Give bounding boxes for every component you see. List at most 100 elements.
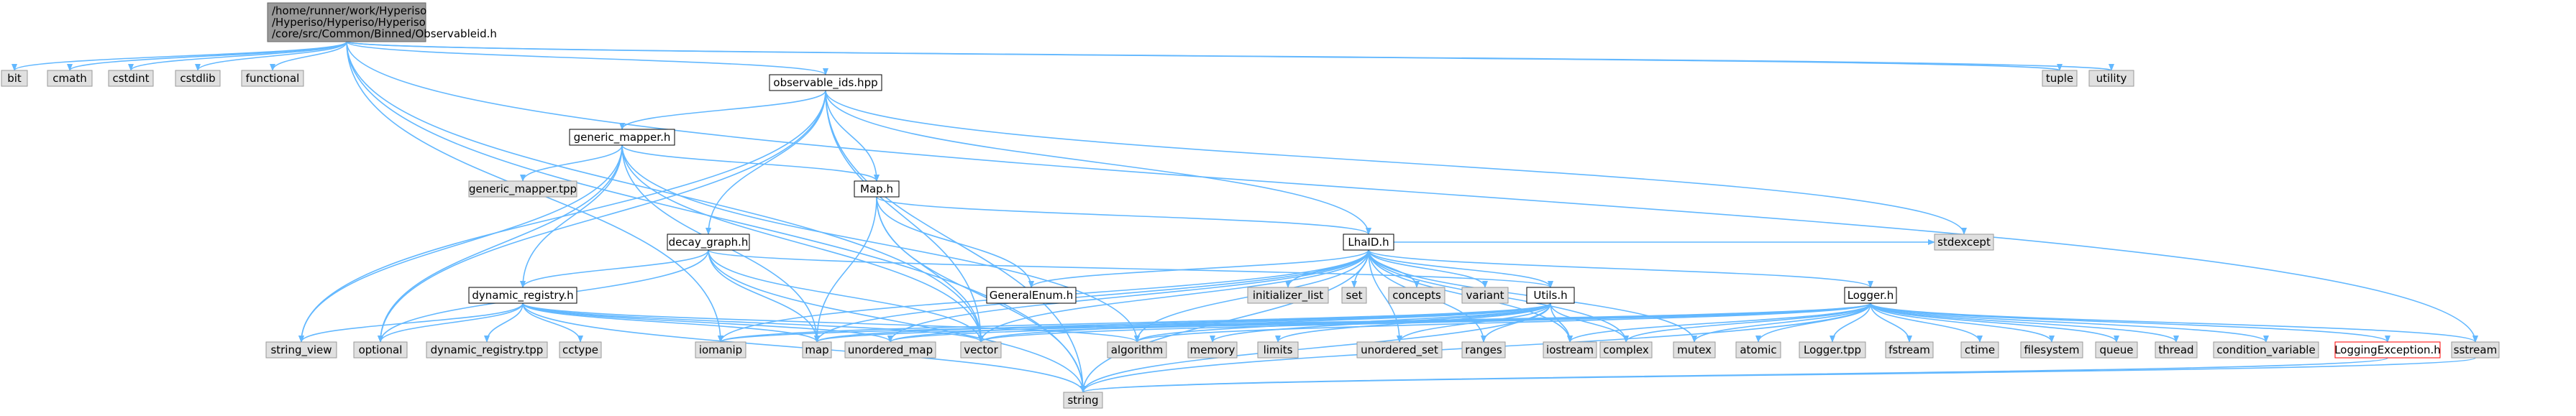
node-label: iomanip bbox=[699, 343, 742, 356]
node-box bbox=[1388, 287, 1445, 304]
edge-logger-to-logger_tpp bbox=[1830, 302, 1871, 343]
node-observable-ids[interactable]: observable_ids.hpp bbox=[769, 74, 882, 91]
node-logger-tpp: Logger.tpp bbox=[1799, 341, 1866, 359]
edge-logger-to-mutex bbox=[1691, 302, 1871, 343]
node-box bbox=[1673, 341, 1716, 359]
edge-logger-to-algorithm bbox=[1134, 302, 1871, 343]
node-box bbox=[1247, 287, 1329, 304]
edge-lhaid-to-map bbox=[814, 249, 1369, 343]
node-label: map bbox=[805, 343, 828, 356]
edge-logger-to-fstream bbox=[1870, 302, 1912, 343]
node-box bbox=[2334, 341, 2441, 359]
edge-logger-to-atomic bbox=[1755, 302, 1871, 343]
edge-lhaid-to-logger bbox=[1368, 249, 1873, 288]
node-fstream: fstream bbox=[1885, 341, 1934, 359]
edge-root-to-bit bbox=[12, 41, 347, 71]
edge-logger-to-logging_exception bbox=[1870, 302, 2390, 343]
node-box bbox=[854, 180, 900, 198]
edge-lhaid-to-unordered_set bbox=[1368, 249, 1402, 343]
node-ranges: ranges bbox=[1461, 341, 1506, 359]
edge-sstream-to-string bbox=[1080, 357, 2476, 393]
node-box bbox=[986, 287, 1077, 304]
edge-decay_graph-to-vector bbox=[708, 249, 984, 343]
node-box bbox=[468, 180, 577, 198]
node-bit: bit bbox=[1, 70, 28, 87]
edge-observable_ids-to-stdexcept bbox=[825, 90, 1967, 235]
edge-generic_mapper-to-optional bbox=[378, 144, 623, 343]
node-set: set bbox=[1341, 287, 1367, 304]
node-box bbox=[1187, 341, 1238, 359]
node-label: /Hyperiso/Hyperiso/Hyperiso bbox=[272, 16, 426, 29]
edge-decay_graph-to-string bbox=[708, 249, 1086, 393]
node-label: initializer_list bbox=[1253, 289, 1323, 302]
edge-generic_mapper-to-dynamic_registry bbox=[520, 144, 623, 288]
node-dynamic-registry-tpp: dynamic_registry.tpp bbox=[426, 341, 548, 359]
node-box bbox=[426, 341, 548, 359]
edge-decay_graph-to-utils bbox=[708, 249, 1553, 288]
node-dynamic-registry[interactable]: dynamic_registry.h bbox=[468, 287, 577, 304]
node-root[interactable]: /home/runner/work/Hyperiso/Hyperiso/Hype… bbox=[267, 2, 497, 42]
node-map: map bbox=[802, 341, 832, 359]
node-string-view: string_view bbox=[265, 341, 337, 359]
node-optional: optional bbox=[353, 341, 408, 359]
node-box bbox=[2213, 341, 2319, 359]
node-box bbox=[1599, 341, 1653, 359]
edge-lhaid-to-variant bbox=[1368, 249, 1488, 288]
node-box bbox=[265, 341, 337, 359]
node-label: dynamic_registry.tpp bbox=[431, 343, 544, 357]
node-box bbox=[47, 70, 93, 87]
node-tuple: tuple bbox=[2042, 70, 2078, 87]
node-decay-graph[interactable]: decay_graph.h bbox=[667, 234, 750, 251]
node-label: cstdint bbox=[112, 72, 149, 85]
edge-map_h-to-lhaid bbox=[876, 196, 1371, 235]
node-box bbox=[1960, 341, 1999, 359]
node-label: ctime bbox=[1965, 343, 1995, 356]
node-label: condition_variable bbox=[2216, 343, 2315, 357]
edge-lhaid-to-utils bbox=[1368, 249, 1553, 288]
node-label: Logger.h bbox=[1847, 289, 1894, 302]
node-box bbox=[1934, 234, 1994, 251]
edge-observable_ids-to-optional bbox=[378, 90, 826, 343]
node-map-h[interactable]: Map.h bbox=[854, 180, 900, 198]
edge-dynamic_registry-to-string_view bbox=[298, 302, 524, 343]
node-label: observable_ids.hpp bbox=[773, 76, 877, 90]
node-label: Map.h bbox=[860, 182, 893, 195]
node-box bbox=[2095, 341, 2138, 359]
edge-observable_ids-to-lhaid bbox=[825, 90, 1371, 235]
edge-root-to-cstdint bbox=[128, 41, 347, 71]
node-logger[interactable]: Logger.h bbox=[1844, 287, 1897, 304]
node-label: cstdlib bbox=[180, 72, 215, 85]
node-utility: utility bbox=[2088, 70, 2134, 87]
node-atomic: atomic bbox=[1735, 341, 1781, 359]
edge-generic_mapper-to-map_h bbox=[621, 144, 880, 182]
node-box bbox=[2020, 341, 2083, 359]
node-label: mutex bbox=[1677, 343, 1712, 356]
edge-utils-to-complex bbox=[1550, 302, 1629, 343]
node-limits: limits bbox=[1257, 341, 1299, 359]
node-label: decay_graph.h bbox=[669, 236, 749, 249]
edge-root-to-cmath bbox=[67, 41, 347, 71]
node-utils[interactable]: Utils.h bbox=[1526, 287, 1575, 304]
node-box bbox=[2451, 341, 2500, 359]
node-box bbox=[1343, 234, 1394, 251]
node-lhaid[interactable]: LhaID.h bbox=[1343, 234, 1394, 251]
node-box bbox=[1341, 287, 1367, 304]
node-general-enum[interactable]: GeneralEnum.h bbox=[986, 287, 1077, 304]
node-string: string bbox=[1063, 392, 1103, 409]
node-label: queue bbox=[2100, 343, 2134, 356]
node-filesystem: filesystem bbox=[2020, 341, 2083, 359]
node-label: LhaID.h bbox=[1348, 236, 1389, 249]
node-label: variant bbox=[1466, 289, 1504, 302]
node-label: unordered_set bbox=[1361, 343, 1438, 357]
node-label: set bbox=[1346, 289, 1363, 302]
node-initializer-list: initializer_list bbox=[1247, 287, 1329, 304]
node-cmath: cmath bbox=[47, 70, 93, 87]
edge-dynamic_registry-to-optional bbox=[378, 302, 524, 343]
node-ctime: ctime bbox=[1960, 341, 1999, 359]
node-label: fstream bbox=[1888, 343, 1930, 356]
node-generic-mapper[interactable]: generic_mapper.h bbox=[569, 129, 675, 146]
edge-decay_graph-to-dynamic_registry bbox=[520, 249, 709, 288]
edge-root-to-sstream bbox=[346, 41, 2478, 343]
edge-logger-to-sstream bbox=[1870, 302, 2478, 343]
edge-observable_ids-to-generic_mapper bbox=[619, 90, 826, 130]
